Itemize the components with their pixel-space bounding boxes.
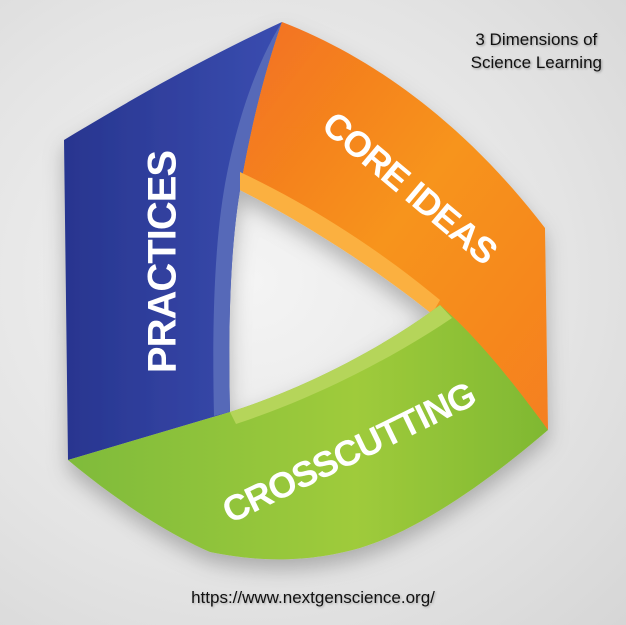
title-line-1: 3 Dimensions of xyxy=(475,30,598,49)
core-ideas-band xyxy=(240,22,548,430)
practices-label: PRACTICES xyxy=(141,151,185,373)
crosscutting-inner-edge xyxy=(230,305,452,424)
title-line-2: Science Learning xyxy=(470,53,602,72)
practices-inner-edge xyxy=(213,22,282,416)
crosscutting-band xyxy=(68,305,548,560)
core-ideas-inner-edge xyxy=(240,172,440,314)
diagram-title: 3 Dimensions of Science Learning xyxy=(471,28,602,74)
source-url: https://www.nextgenscience.org/ xyxy=(191,588,435,607)
